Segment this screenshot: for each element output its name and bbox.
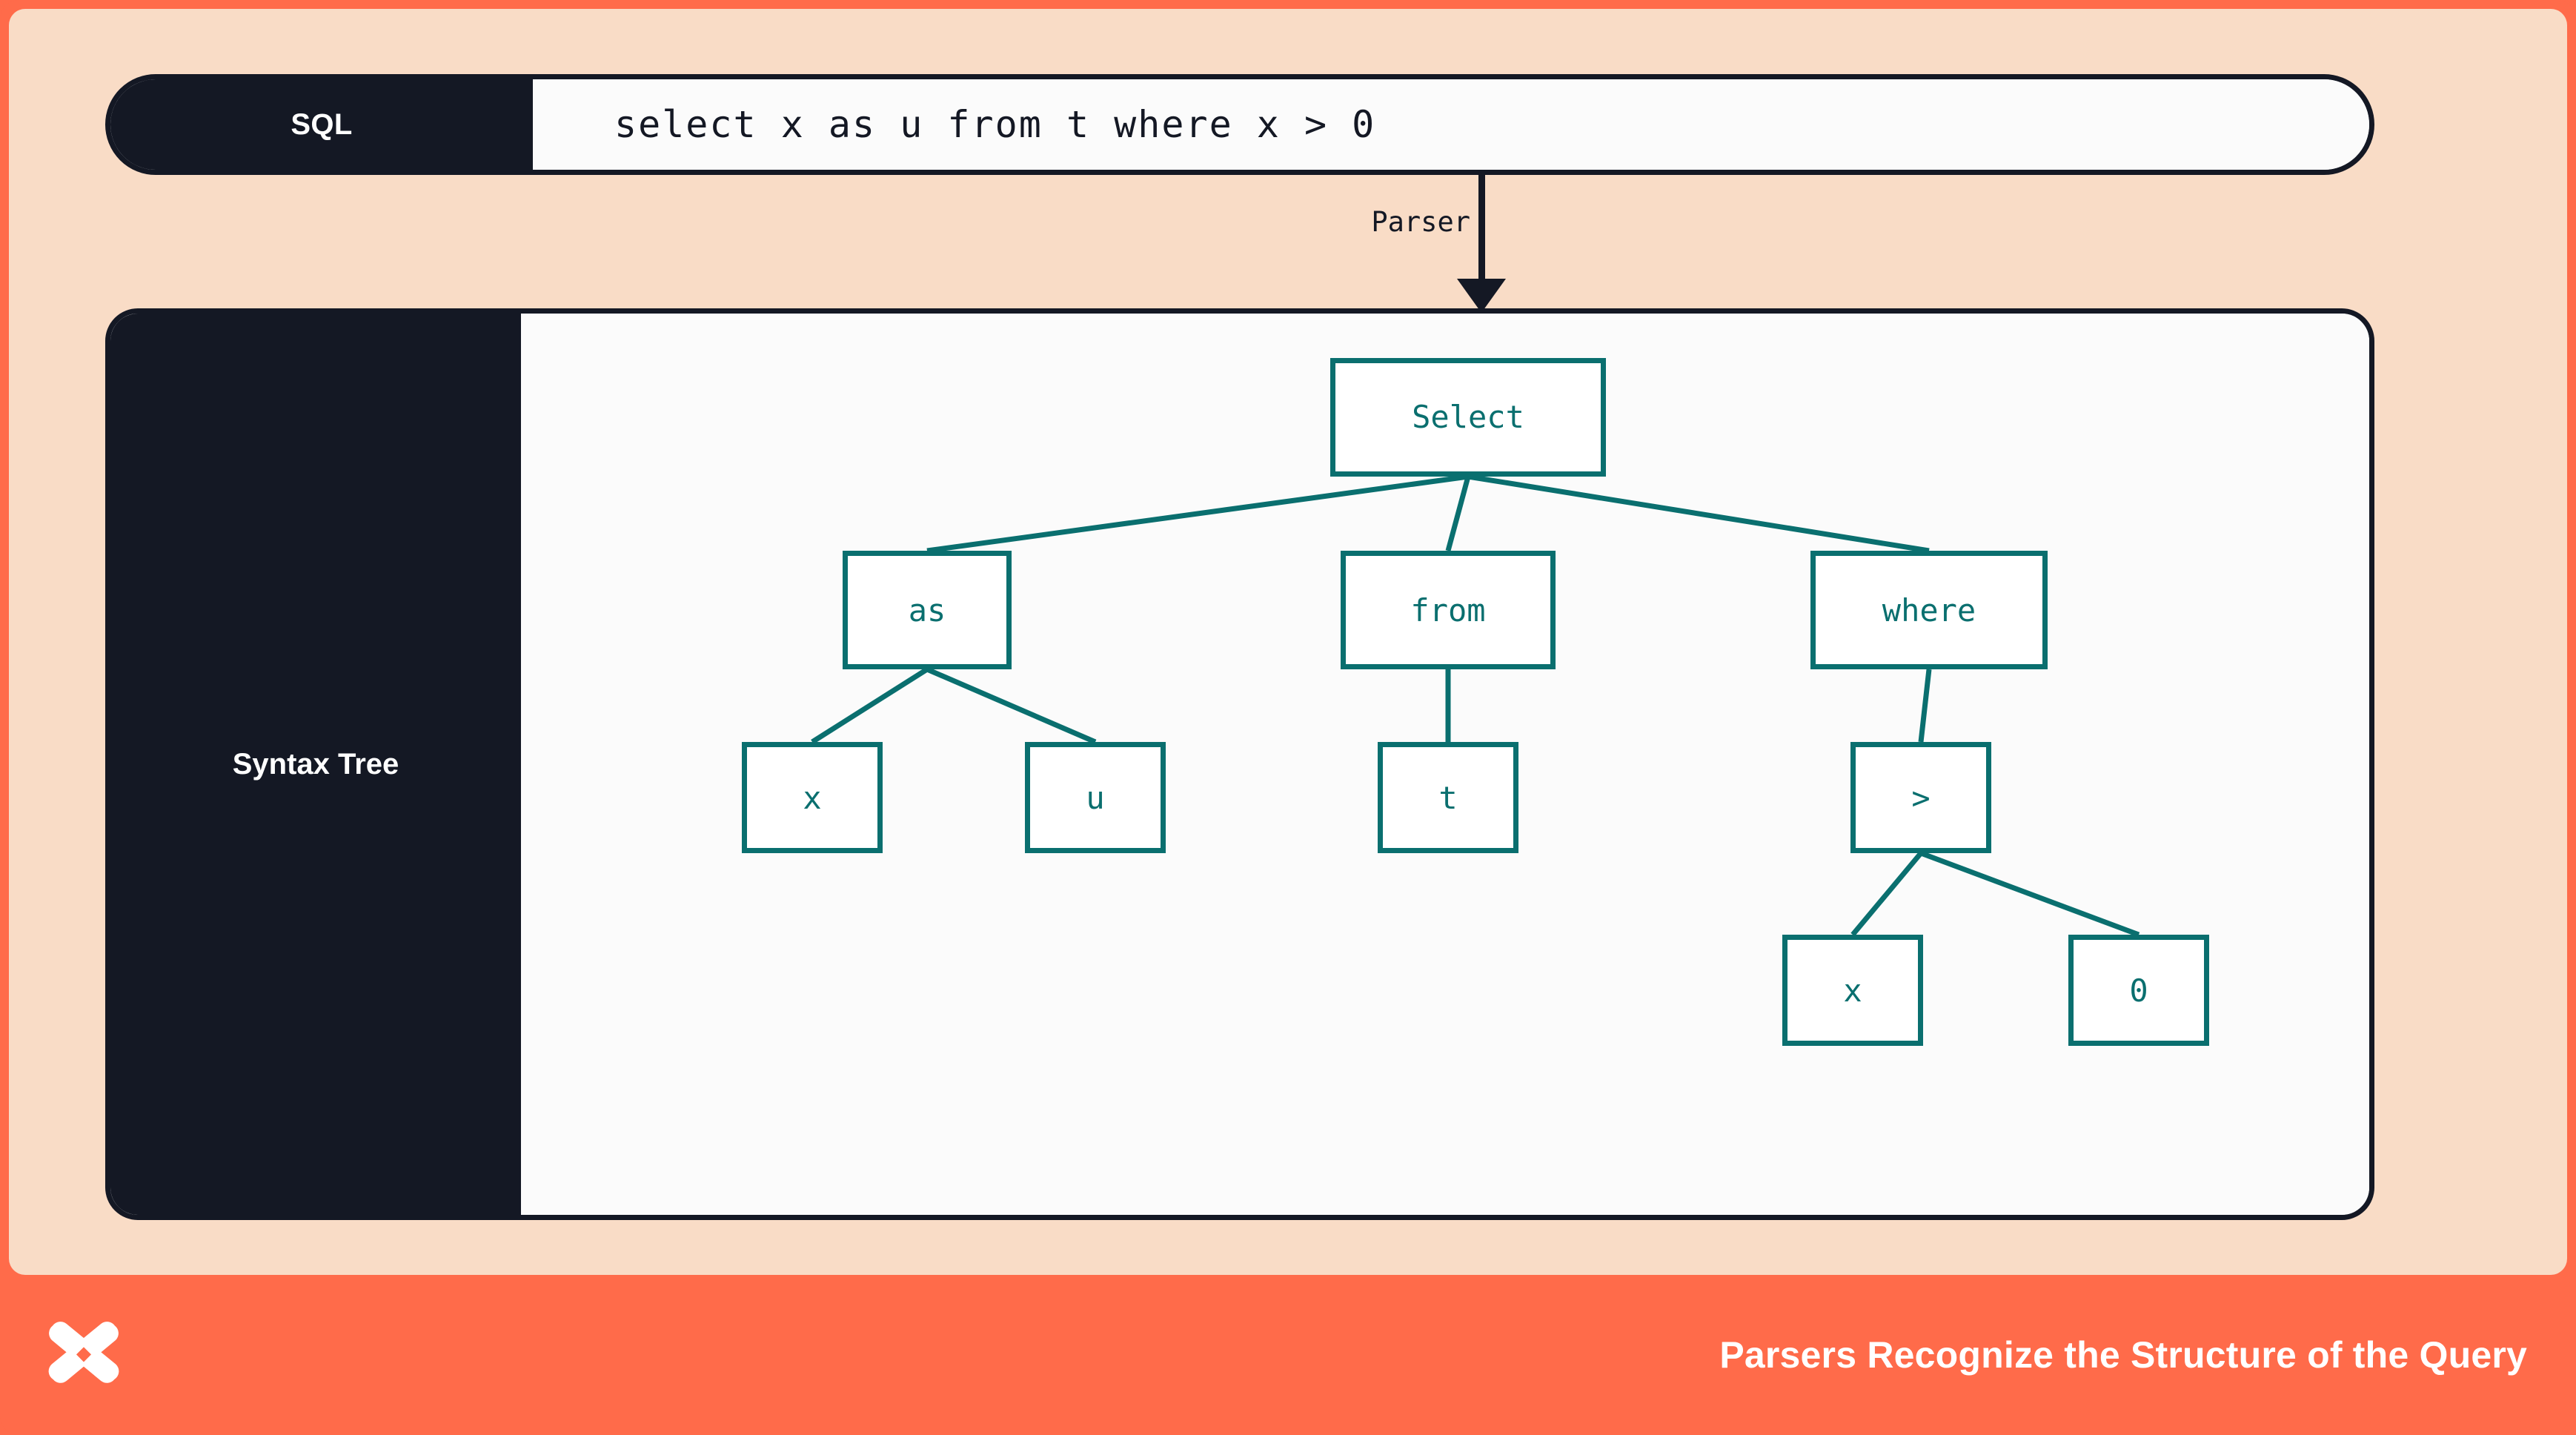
syntax-tree-canvas: Select as from where x u t > x 0 <box>521 314 2369 1215</box>
tree-edge-where-to-gt <box>1921 669 1929 742</box>
tree-node-gt[interactable]: > <box>1850 742 1991 853</box>
content-stage: SQL select x as u from t where x > 0 Par… <box>9 9 2567 1275</box>
tree-node-label: Select <box>1412 399 1524 436</box>
tree-node-label: from <box>1410 591 1486 629</box>
tree-node-from-t[interactable]: t <box>1378 742 1518 853</box>
tree-node-gt-x[interactable]: x <box>1782 935 1923 1046</box>
tree-edge-select-to-as <box>927 477 1468 551</box>
tree-node-select[interactable]: Select <box>1330 357 1606 477</box>
x-mark-logo-icon <box>48 1322 119 1383</box>
parser-transform: Parser <box>1371 175 1595 313</box>
tree-node-label: x <box>1843 972 1862 1009</box>
arrow-down-icon-head <box>1457 279 1506 313</box>
tree-edge-select-to-where <box>1468 477 1929 551</box>
tree-node-from[interactable]: from <box>1341 551 1556 669</box>
tree-node-label: u <box>1086 779 1105 816</box>
tree-edge-gt-to-gt-0 <box>1921 853 2139 935</box>
footer-caption: Parsers Recognize the Structure of the Q… <box>1719 1334 2527 1376</box>
sql-query-text[interactable]: select x as u from t where x > 0 <box>533 79 2369 170</box>
tree-node-label: > <box>1911 779 1931 816</box>
sql-row-label: SQL <box>110 79 533 170</box>
tree-node-gt-0[interactable]: 0 <box>2068 935 2209 1046</box>
tree-node-label: where <box>1882 591 1976 629</box>
parser-label: Parser <box>1371 206 1470 238</box>
tree-node-label: as <box>908 591 946 629</box>
tree-edge-gt-to-gt-x <box>1853 853 1921 935</box>
arrow-down-icon-shaft <box>1478 175 1485 285</box>
syntax-tree-card: Syntax Tree Select as from where x u t > x 0 <box>105 308 2374 1220</box>
tree-node-label: 0 <box>2129 972 2148 1009</box>
tree-node-as[interactable]: as <box>843 551 1012 669</box>
tree-edge-select-to-from <box>1448 477 1468 551</box>
sql-input-row: SQL select x as u from t where x > 0 <box>105 74 2374 175</box>
tree-node-as-x[interactable]: x <box>742 742 883 853</box>
tree-edge-as-to-as-u <box>927 669 1095 742</box>
tree-node-as-u[interactable]: u <box>1025 742 1166 853</box>
footer-bar: Parsers Recognize the Structure of the Q… <box>0 1275 2576 1435</box>
tree-node-where[interactable]: where <box>1810 551 2048 669</box>
tree-node-label: x <box>803 779 822 816</box>
syntax-tree-label: Syntax Tree <box>110 314 521 1215</box>
tree-edge-as-to-as-x <box>812 669 927 742</box>
tree-edge-layer <box>521 314 2369 1215</box>
tree-node-label: t <box>1438 779 1458 816</box>
